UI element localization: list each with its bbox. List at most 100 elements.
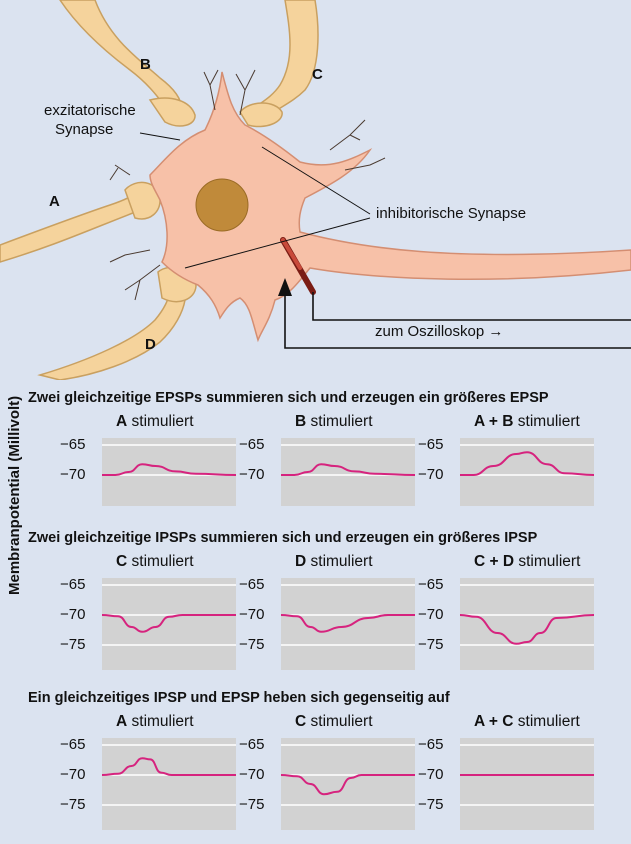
oscilloscope-text: zum Oszilloskop	[375, 323, 485, 340]
y-tick-label: −75	[60, 636, 86, 653]
label-excitatory-line2: Synapse	[55, 121, 114, 138]
panel-title-stimulus: A	[116, 413, 128, 430]
trace-svg	[281, 744, 415, 806]
graph-panel: A + B stimuliert −65 −70	[414, 413, 594, 537]
y-tick-label: −70	[60, 606, 86, 623]
arrow-right-icon: →	[488, 323, 504, 340]
y-tick-label: −65	[418, 576, 444, 593]
y-tick-label: −75	[239, 796, 265, 813]
plot-area	[460, 438, 594, 506]
graph-panel: C + D stimuliert −65 −70 −75	[414, 553, 594, 677]
plot-area	[281, 438, 415, 506]
y-tick-label: −65	[239, 436, 265, 453]
graph-panel: A stimuliert −65 −70	[56, 413, 236, 537]
axon-b-terminal	[148, 97, 196, 127]
trace-svg	[460, 584, 594, 646]
label-a: A	[49, 193, 60, 210]
wire-arrowhead	[278, 278, 292, 296]
leader-inhibitory-2	[184, 217, 371, 269]
panel-title-stimulus: A + B	[474, 413, 514, 430]
plot-area	[281, 578, 415, 670]
y-tick-label: −65	[60, 576, 86, 593]
y-tick-label: −70	[239, 766, 265, 783]
y-tick-label: −75	[239, 636, 265, 653]
membrane-potential-trace	[281, 463, 415, 476]
membrane-potential-trace	[281, 614, 415, 633]
panel-title-rest: stimuliert	[513, 713, 580, 730]
trace-svg	[281, 584, 415, 646]
wire-lower	[284, 290, 631, 349]
membrane-potential-trace	[102, 463, 236, 476]
panel-title: C stimuliert	[295, 713, 373, 731]
graph-panel: B stimuliert−65−70	[235, 413, 415, 537]
plot-area	[102, 438, 236, 506]
trace-svg	[102, 744, 236, 806]
wire-upper	[312, 292, 631, 321]
panel-title-rest: stimuliert	[514, 553, 581, 570]
panel-title: B stimuliert	[295, 413, 373, 431]
panel-title-rest: stimuliert	[306, 553, 373, 570]
panel-title-rest: stimuliert	[513, 413, 580, 430]
y-tick-label: −70	[418, 606, 444, 623]
plot-area	[102, 578, 236, 670]
membrane-potential-trace	[102, 757, 236, 776]
panel-title-rest: stimuliert	[127, 713, 194, 730]
soma	[149, 71, 631, 343]
y-tick-label: −75	[60, 796, 86, 813]
panel-title: D stimuliert	[295, 553, 373, 571]
plot-area	[281, 738, 415, 830]
plot-area	[102, 738, 236, 830]
panel-title-rest: stimuliert	[127, 413, 194, 430]
graph-panel: D stimuliert −65 −70 −75	[235, 553, 415, 677]
y-tick-label: −70	[60, 766, 86, 783]
trace-svg	[102, 444, 236, 476]
y-axis-label: Membranpotential (Millivolt)	[6, 395, 23, 595]
y-tick-label: −65	[418, 436, 444, 453]
y-tick-label: −75	[418, 636, 444, 653]
nucleus	[195, 178, 249, 232]
y-tick-label: −65	[60, 436, 86, 453]
panel-title-rest: stimuliert	[306, 413, 373, 430]
panel-title: C + D stimuliert	[474, 553, 580, 571]
label-inhibitory: inhibitorische Synapse	[376, 205, 527, 222]
graph-panel: A stimuliert−65−70−75	[56, 713, 236, 837]
trace-svg	[460, 444, 594, 476]
y-tick-label: −75	[418, 796, 444, 813]
trace-svg	[460, 744, 594, 806]
label-d: D	[145, 336, 156, 353]
panel-title: C stimuliert	[116, 553, 194, 571]
trace-svg	[102, 584, 236, 646]
y-tick-label: −70	[60, 466, 86, 483]
y-tick-label: −70	[418, 466, 444, 483]
panel-title-stimulus: C + D	[474, 553, 515, 570]
panel-title-stimulus: A	[116, 713, 128, 730]
membrane-potential-trace	[460, 614, 594, 645]
panel-title-stimulus: B	[295, 413, 307, 430]
membrane-potential-trace	[460, 451, 594, 476]
y-tick-label: −70	[239, 606, 265, 623]
graph-panel: A + C stimuliert−65−70−75	[414, 713, 594, 837]
axon-a	[0, 188, 147, 263]
membrane-potential-trace	[102, 614, 236, 633]
graph-panel: C stimuliert −65 −70 −75	[235, 713, 415, 837]
leader-excitatory	[139, 132, 181, 141]
graph-panel: C stimuliert −65 −70 −75	[56, 553, 236, 677]
y-tick-label: −65	[239, 576, 265, 593]
membrane-potential-trace	[281, 774, 415, 796]
plot-area	[460, 578, 594, 670]
label-excitatory-line1: exzitatorische	[44, 102, 136, 119]
axon-d	[37, 290, 186, 380]
panel-title-rest: stimuliert	[306, 713, 373, 730]
label-c: C	[312, 66, 323, 83]
plot-area	[460, 738, 594, 830]
panel-title-stimulus: D	[295, 553, 307, 570]
panel-title: A stimuliert	[116, 713, 194, 731]
y-tick-label: −70	[418, 766, 444, 783]
label-b: B	[140, 56, 151, 73]
label-oscilloscope: zum Oszilloskop →	[375, 323, 503, 340]
section-title-2: Zwei gleichzeitige IPSPs summieren sich …	[28, 530, 538, 546]
panel-title-rest: stimuliert	[127, 553, 194, 570]
panel-title: A + B stimuliert	[474, 413, 580, 431]
y-tick-label: −65	[239, 736, 265, 753]
panel-title-stimulus: A + C	[474, 713, 514, 730]
